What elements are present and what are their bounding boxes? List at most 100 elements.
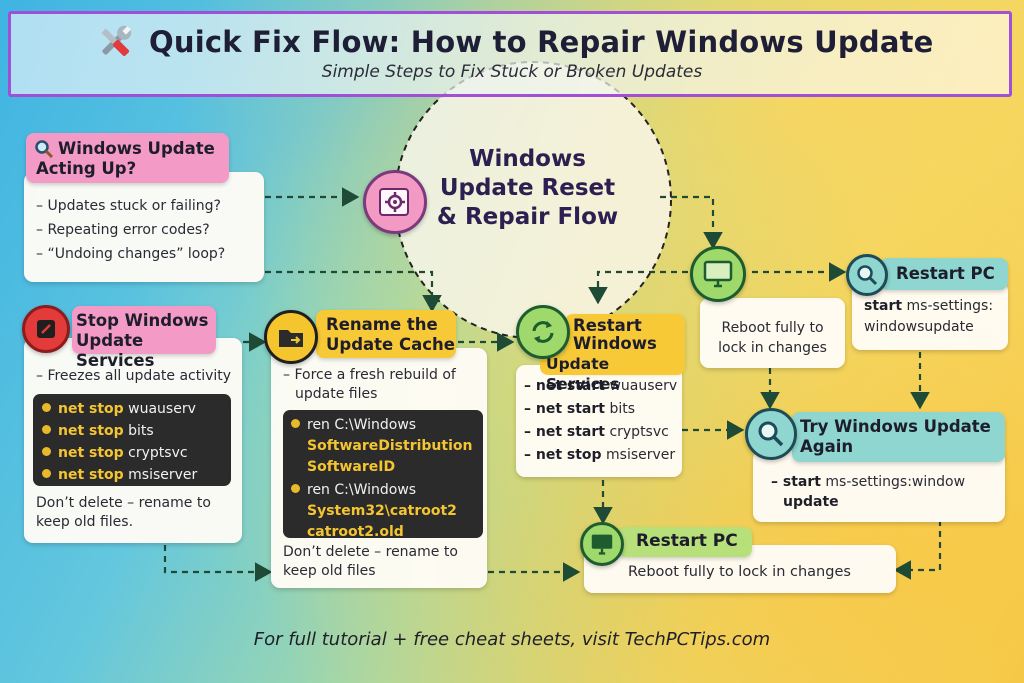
rename-cache-desc-line2: update files — [295, 386, 378, 402]
code-line: net stop wuauserv — [42, 398, 231, 420]
code-arg: cryptsvc — [128, 445, 188, 461]
rename-cache-title: Rename the Update Cache — [316, 310, 456, 358]
code-line: System32\catroot2 — [291, 501, 483, 522]
center-title-line2: Update Reset — [439, 175, 616, 201]
stop-services-card: – Freezes all update activity net stop w… — [24, 338, 242, 543]
title-row: Quick Fix Flow: How to Repair Windows Up… — [95, 22, 934, 62]
stop-services-note: Don’t delete – rename to keep old files. — [36, 495, 211, 530]
code-arg: bits — [128, 423, 154, 439]
arrow-center-to-reboot — [660, 195, 723, 250]
rename-cache-title-line2: Update Cache — [326, 335, 455, 354]
cmd-arg: bits — [609, 401, 635, 417]
page-title: Quick Fix Flow: How to Repair Windows Up… — [149, 25, 934, 59]
try-again-title-line2: Again — [800, 437, 854, 456]
rename-cache-note: Don’t delete – rename to keep old files — [283, 544, 458, 579]
stop-icon — [22, 305, 70, 353]
symptoms-title-line2: Acting Up? — [36, 159, 137, 178]
code-arg: msiserver — [128, 467, 198, 483]
code-arg: wuauserv — [128, 401, 196, 417]
reboot-text: Reboot fully to lock in changes — [718, 320, 827, 356]
rename-cache-commands: ren C:\Windows SoftwareDistribution Soft… — [283, 410, 483, 540]
cmd-arg: ms-settings: — [906, 298, 994, 314]
cmd-keyword: – net start — [524, 401, 605, 417]
cmd-line: – net start cryptsvc — [524, 421, 682, 444]
gear-document-icon — [363, 170, 427, 234]
center-title: Windows Update Reset & Repair Flow — [425, 145, 630, 232]
code-path: SoftwareDistribution — [307, 438, 473, 454]
restart-pc-bottom-text: Reboot fully to lock in changes — [628, 564, 851, 580]
code-line: SoftwareID — [291, 457, 483, 478]
code-line: catroot2.old — [291, 522, 483, 543]
center-title-line3: & Repair Flow — [436, 204, 619, 230]
arrow-symptoms-to-rename — [265, 270, 442, 313]
try-again-title-line1: Try Windows Update — [800, 417, 991, 436]
try-again-card: – start ms-settings:window update — [753, 450, 1005, 522]
rename-cache-desc-line1: – Force a fresh rebuild of — [283, 367, 456, 383]
tools-icon — [101, 25, 132, 57]
refresh-icon — [516, 305, 570, 359]
code-line: net stop cryptsvc — [42, 442, 231, 464]
code-line: net stop bits — [42, 420, 231, 442]
code-line: SoftwareDistribution — [291, 436, 483, 457]
symptoms-title-line1: Windows Update — [58, 139, 215, 158]
arrow-stop-to-rename-bottom — [163, 545, 273, 582]
cmd-arg: update — [783, 494, 839, 510]
reboot-card: Reboot fully to lock in changes — [700, 298, 845, 368]
rename-cache-title-line1: Rename the — [326, 315, 438, 334]
restart-pc-top-cmd-arg2: windowsupdate — [864, 319, 974, 335]
stop-services-desc: – Freezes all update activity — [36, 368, 232, 384]
stop-services-title-line2: Update Services — [76, 331, 155, 370]
symptom-item: – Updates stuck or failing? — [36, 198, 221, 214]
monitor-icon — [580, 522, 624, 566]
restart-pc-top-card: start ms-settings: windowsupdate — [852, 282, 1008, 350]
code-keyword: ren C:\Windows — [307, 482, 417, 498]
folder-icon — [264, 310, 318, 364]
restart-services-title-line1: Restart — [573, 316, 642, 335]
symptoms-title: Windows Update Acting Up? — [26, 133, 229, 183]
page-subtitle: Simple Steps to Fix Stuck or Broken Upda… — [321, 62, 703, 82]
code-path: System32\catroot2 — [307, 503, 457, 519]
restart-pc-top-title: Restart PC — [880, 258, 1008, 290]
code-line: ren C:\Windows — [291, 480, 483, 501]
restart-pc-bottom-title: Restart PC — [618, 527, 752, 557]
symptoms-card: – Updates stuck or failing? – Repeating … — [24, 172, 264, 282]
restart-pc-top-title-text: Restart PC — [896, 264, 995, 283]
code-line: ren C:\Windows — [291, 415, 483, 436]
code-path: catroot2.old — [307, 524, 404, 540]
footer-text: For full tutorial + free cheat sheets, v… — [253, 629, 771, 650]
cmd-arg: ms-settings:window — [825, 474, 966, 490]
code-line: net stop msiserver — [42, 464, 231, 486]
stop-services-title: Stop Windows Update Services — [72, 306, 216, 370]
monitor-icon — [690, 246, 746, 302]
cmd-arg: cryptsvc — [609, 424, 669, 440]
try-again-cmd: – start ms-settings:window — [771, 472, 1005, 492]
stop-services-commands: net stop wuauserv net stop bits net stop… — [33, 394, 231, 486]
restart-services-title-line2: Windows — [573, 333, 657, 353]
cmd-keyword: – start — [771, 474, 821, 490]
symptom-item: – Repeating error codes? — [36, 222, 210, 238]
code-keyword: ren C:\Windows — [307, 417, 417, 433]
header-banner — [8, 11, 1012, 97]
cmd-line: – net start wuauserv — [524, 375, 682, 398]
center-title-line1: Windows — [469, 146, 586, 172]
code-path: SoftwareID — [307, 459, 396, 475]
restart-services-title-line3-pill: Update Services — [540, 353, 685, 393]
stop-services-title-line1: Stop Windows — [76, 311, 209, 330]
code-keyword: net stop — [58, 467, 124, 483]
cmd-line: – net start bits — [524, 398, 682, 421]
code-keyword: net stop — [58, 445, 124, 461]
restart-pc-top-cmd: start ms-settings: — [864, 296, 1008, 317]
restart-services-card: – net start wuauserv – net start bits – … — [516, 365, 682, 477]
symptom-item: – “Undoing changes” loop? — [36, 246, 226, 262]
cmd-line: – net stop msiserver — [524, 444, 682, 467]
magnifier-icon — [846, 254, 888, 296]
cmd-arg: wuauserv — [609, 378, 678, 394]
cmd-keyword: – net start — [524, 378, 605, 394]
try-again-title: Try Windows Update Again — [792, 412, 1005, 462]
restart-pc-bottom-title-text: Restart PC — [636, 531, 738, 551]
code-keyword: net stop — [58, 423, 124, 439]
arrow-try-to-restart-bottom — [893, 520, 942, 580]
restart-services-title-line3: Update Services — [546, 355, 620, 393]
arrow-reboot-to-center — [588, 270, 688, 305]
code-keyword: net stop — [58, 401, 124, 417]
